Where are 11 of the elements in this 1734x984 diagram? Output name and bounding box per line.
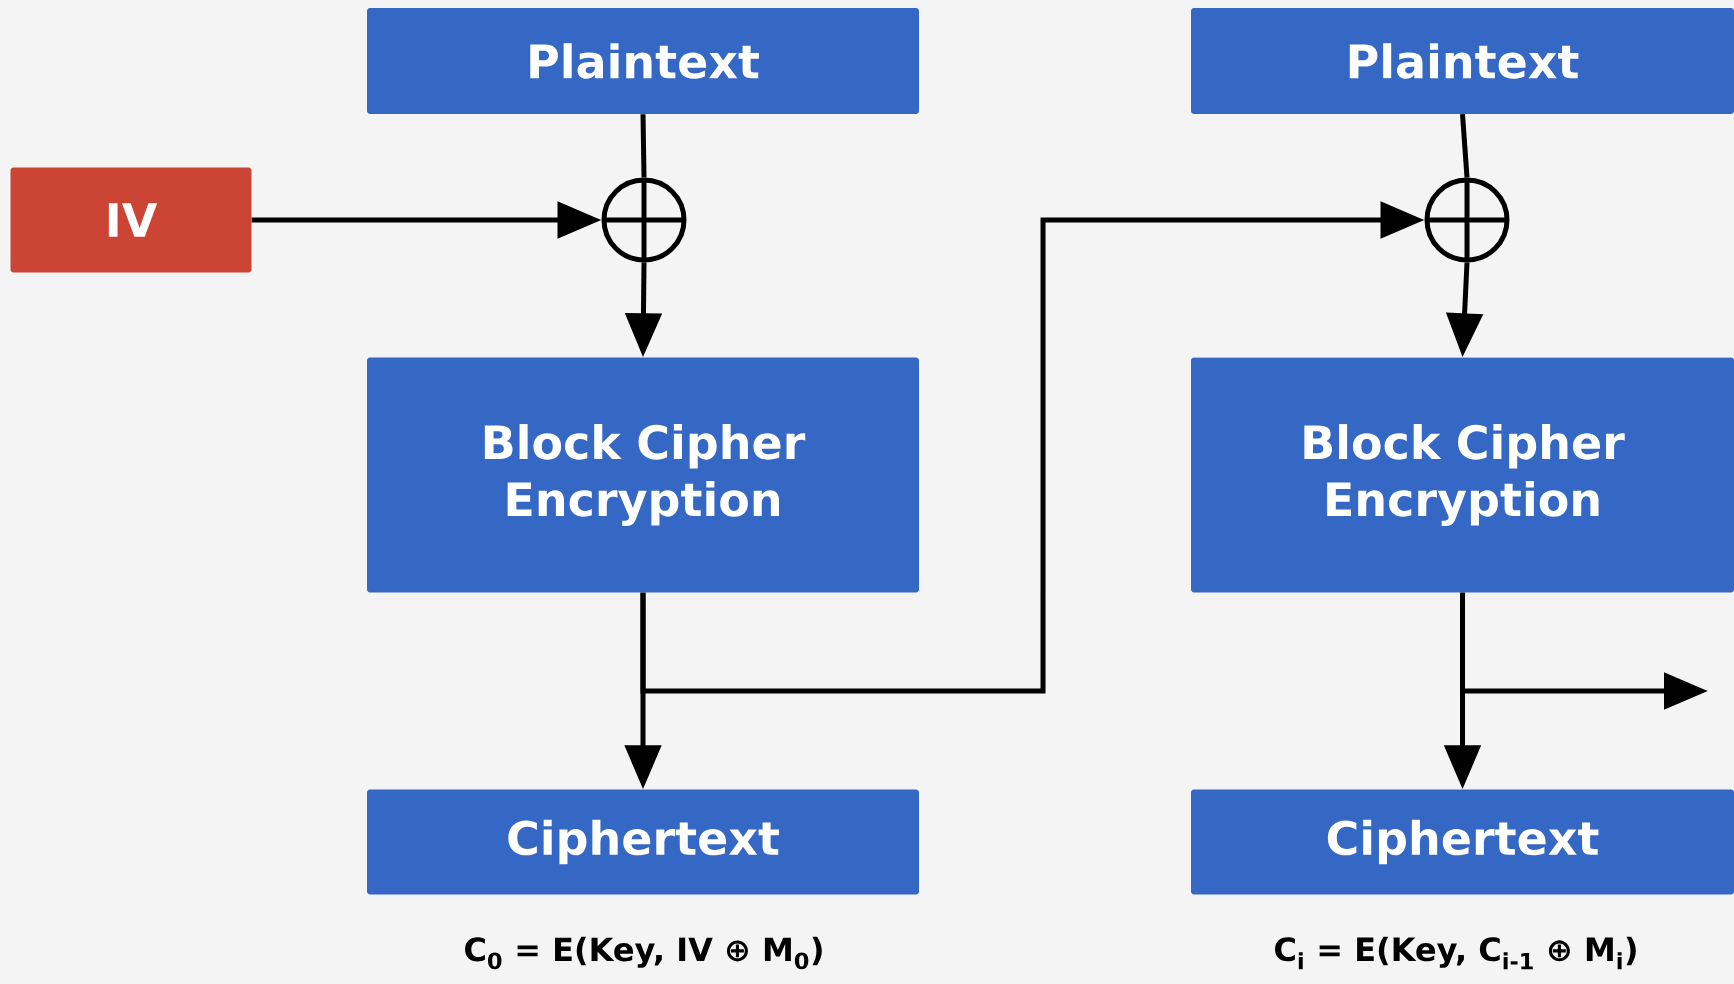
- ciphertext-box: Ciphertext: [367, 789, 919, 895]
- xor-symbol: [1424, 177, 1510, 263]
- cipher-box: Block Cipher Encryption: [367, 357, 919, 593]
- xor-symbol: [601, 177, 687, 263]
- formula-text: C$_{0}$ = E(Key, IV ⊕ M$_{0}$): [465, 936, 822, 970]
- plaintext-box: Plaintext: [367, 8, 919, 114]
- iv-box: IV: [10, 167, 252, 273]
- formula-text: C$_{i}$ = E(Key, C$_{i-1}$ ⊕ M$_{i}$): [1275, 936, 1636, 970]
- cipher-box: Block Cipher Encryption: [1191, 357, 1734, 593]
- ciphertext-box: Ciphertext: [1191, 789, 1734, 895]
- plaintext-box: Plaintext: [1191, 8, 1734, 114]
